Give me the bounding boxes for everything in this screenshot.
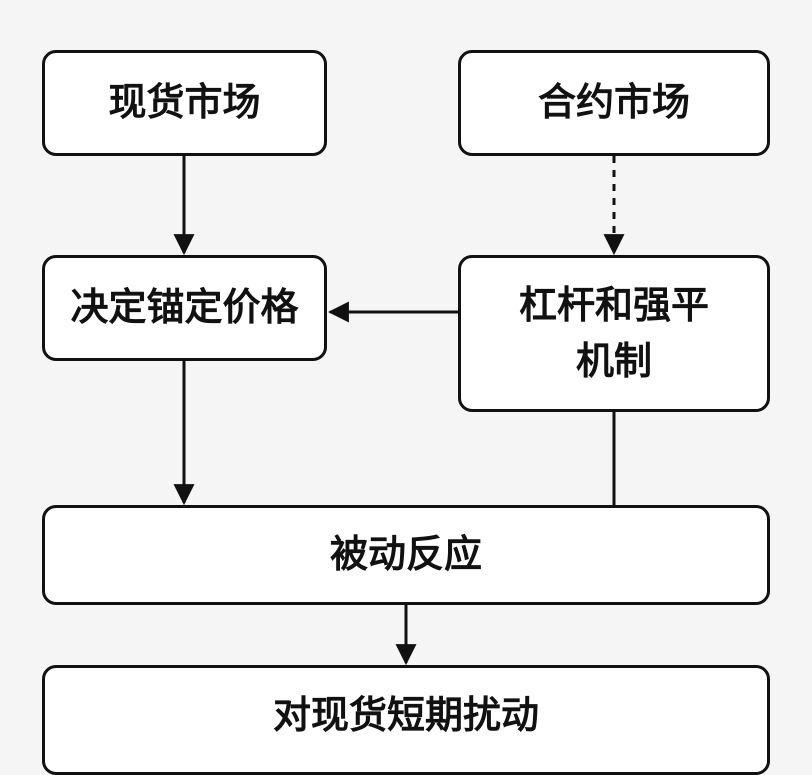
contract-market-label: 合约市场 <box>537 80 690 125</box>
passive-reaction-box: 被动反应 <box>42 505 770 605</box>
leverage-liquidation-text: 杠杆和强平 机制 <box>519 278 709 388</box>
anchor-price-box: 决定锚定价格 <box>42 255 327 361</box>
spot-market-label: 现货市场 <box>108 80 261 125</box>
spot-market-box: 现货市场 <box>42 50 327 156</box>
anchor-price-label: 决定锚定价格 <box>70 285 299 330</box>
leverage-label-line2: 机制 <box>575 338 652 383</box>
flow-diagram: 现货市场 合约市场 决定锚定价格 杠杆和强平 机制 被动反应 对现货短期扰动 <box>42 50 770 775</box>
spot-disturbance-box: 对现货短期扰动 <box>42 665 770 775</box>
connectors <box>173 156 625 666</box>
passive-reaction-label: 被动反应 <box>329 532 482 577</box>
leverage-label-line1: 杠杆和强平 <box>518 283 709 328</box>
contract-market-box: 合约市场 <box>458 50 770 156</box>
spot-disturbance-label: 对现货短期扰动 <box>272 693 539 737</box>
leverage-liquidation-box: 杠杆和强平 机制 <box>458 255 770 412</box>
